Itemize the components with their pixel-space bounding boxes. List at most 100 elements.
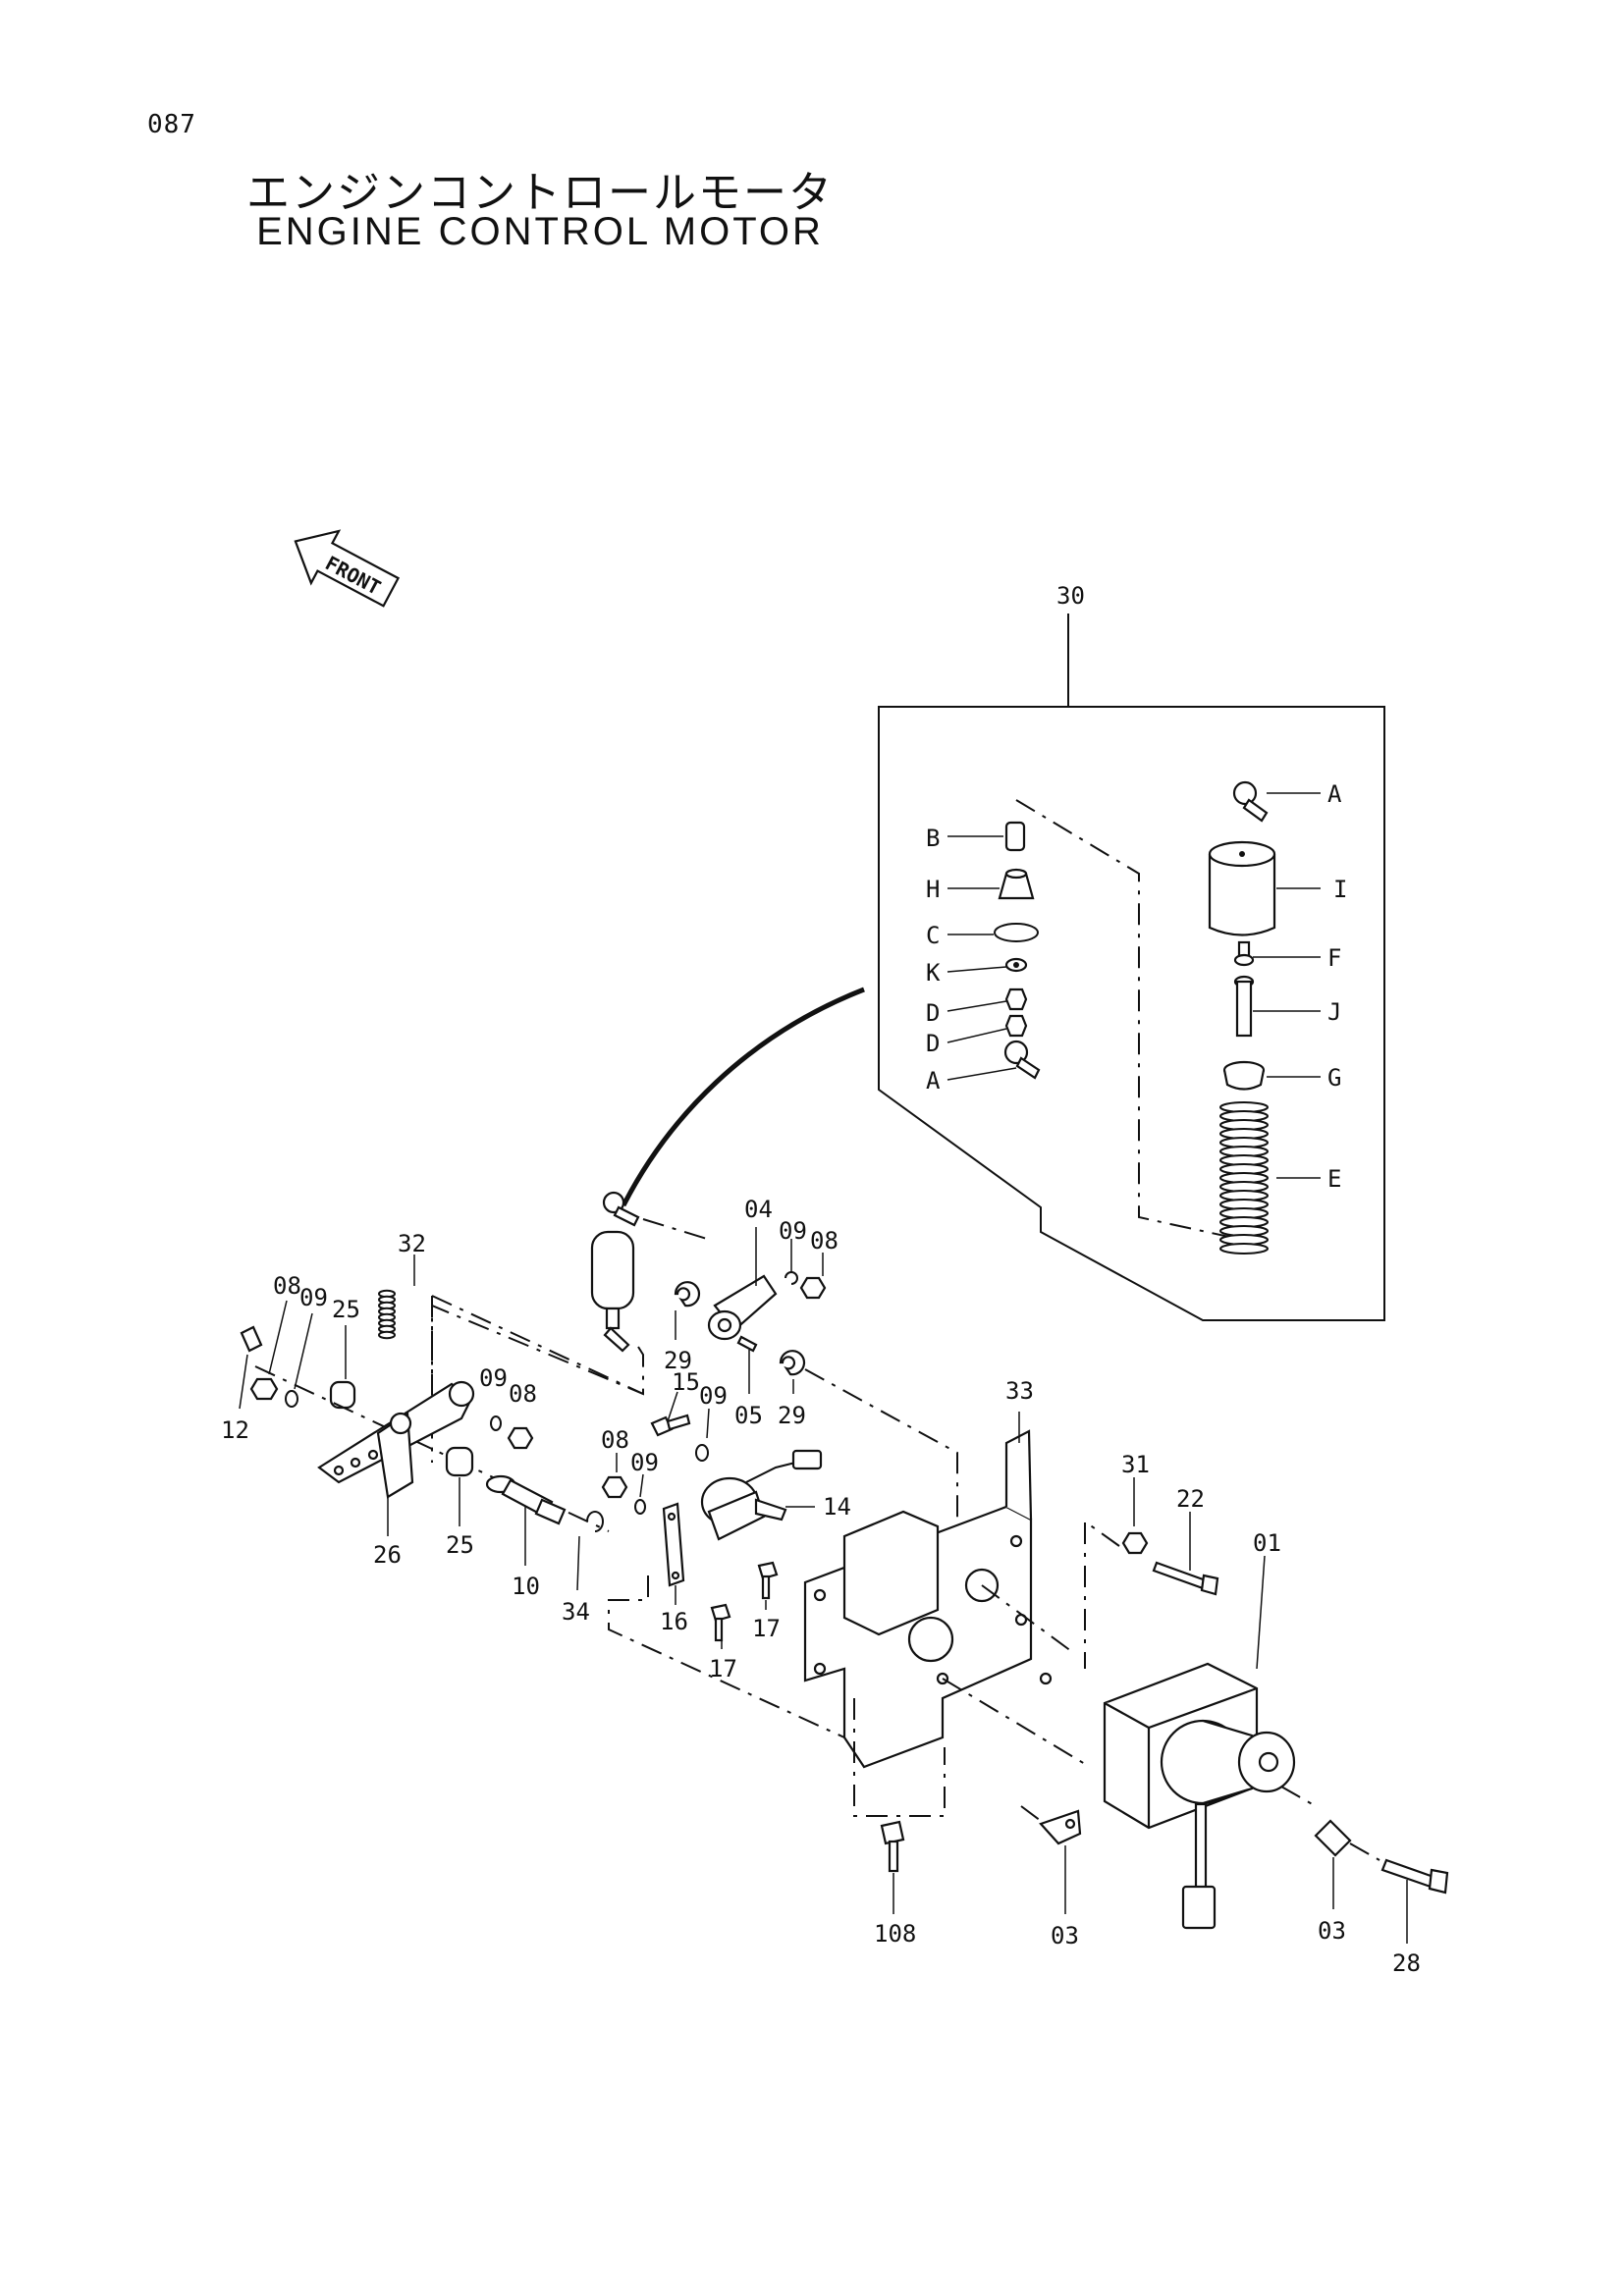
kit-part-f-icon — [1233, 940, 1255, 967]
callout-g: G — [1327, 1064, 1341, 1092]
plate-guide-line — [608, 1575, 845, 1738]
callout-33: 33 — [1005, 1377, 1034, 1405]
damper-assembly-icon — [590, 1191, 640, 1353]
bracket-guide-line — [853, 1584, 1091, 1817]
kit-part-a3-icon — [1232, 780, 1269, 823]
clamp-03-a-icon — [1039, 1809, 1082, 1845]
callout-d-1: D — [926, 999, 940, 1027]
snap-ring-09-e-icon — [634, 1499, 646, 1515]
callout-26: 26 — [373, 1541, 402, 1569]
callout-29-a: 29 — [664, 1347, 692, 1374]
motor-bolt-guide-line — [1084, 1520, 1120, 1669]
callout-15: 15 — [672, 1368, 700, 1396]
callout-01: 01 — [1253, 1529, 1281, 1557]
callout-17-a: 17 — [752, 1615, 781, 1642]
callout-29-b: 29 — [778, 1402, 806, 1429]
front-arrow-icon: FRONT — [294, 529, 401, 608]
callout-a-1: A — [1327, 780, 1342, 808]
callout-08-c: 08 — [509, 1380, 537, 1408]
callout-03-a: 03 — [1051, 1922, 1079, 1949]
callout-34: 34 — [562, 1598, 590, 1626]
kit-part-d1-icon — [1004, 988, 1028, 1011]
callout-09-d: 09 — [699, 1382, 728, 1410]
callout-c: C — [926, 922, 940, 949]
callout-08-a: 08 — [810, 1227, 839, 1255]
bolt-15-icon — [650, 1414, 691, 1437]
title-english: ENGINE CONTROL MOTOR — [256, 210, 824, 253]
nut-31-icon — [1121, 1531, 1149, 1555]
callout-108: 108 — [874, 1920, 916, 1948]
callout-03-b: 03 — [1318, 1917, 1346, 1945]
callout-08-d: 08 — [601, 1426, 629, 1454]
kit-part-c-icon — [994, 923, 1039, 942]
callout-14: 14 — [823, 1493, 851, 1521]
motor-01-icon — [1103, 1662, 1296, 1930]
snap-ring-09-b-icon — [285, 1390, 298, 1408]
callout-04: 04 — [744, 1196, 773, 1223]
callout-32: 32 — [398, 1230, 426, 1257]
snap-ring-34-icon — [586, 1511, 604, 1532]
bolt-28-guide-line — [1349, 1842, 1380, 1861]
title-japanese: エンジンコントロールモータ — [246, 168, 834, 218]
callout-f: F — [1327, 944, 1341, 972]
callout-25-a: 25 — [332, 1296, 360, 1323]
callout-05: 05 — [734, 1402, 763, 1429]
control-cable — [621, 987, 865, 1207]
nut-08-b-icon — [249, 1377, 279, 1401]
callout-28: 28 — [1392, 1949, 1421, 1977]
callout-09-b: 09 — [299, 1284, 328, 1311]
callout-17-b: 17 — [709, 1655, 737, 1682]
kit-part-j-icon — [1233, 975, 1255, 1038]
nut-08-d-icon — [601, 1475, 628, 1499]
page-number: 087 — [147, 110, 196, 139]
kit-left-guide-line — [1015, 799, 1253, 1243]
kit-part-h-icon — [998, 868, 1035, 900]
plate-16-icon — [662, 1502, 685, 1587]
kit-part-i-icon — [1208, 840, 1276, 936]
shaft-10-icon — [485, 1474, 567, 1525]
callout-08-b: 08 — [273, 1272, 301, 1300]
callout-25-b: 25 — [446, 1531, 474, 1559]
callout-09-c: 09 — [479, 1364, 508, 1392]
snap-ring-29-a-icon — [674, 1281, 701, 1308]
bolt-17-b-icon — [710, 1603, 731, 1642]
callout-16: 16 — [660, 1608, 688, 1635]
callout-09-e: 09 — [630, 1449, 659, 1476]
snap-ring-09-d-icon — [695, 1444, 709, 1462]
callout-i: I — [1333, 876, 1347, 903]
link-04-icon — [707, 1274, 778, 1341]
spring-32-icon — [378, 1289, 396, 1340]
bolt-28-icon — [1380, 1858, 1449, 1895]
callout-30: 30 — [1056, 582, 1085, 610]
callout-a-2: A — [926, 1067, 941, 1095]
callout-j: J — [1327, 998, 1341, 1026]
snap-ring-29-b-icon — [779, 1350, 806, 1376]
callout-22: 22 — [1176, 1485, 1205, 1513]
kit-30-outline — [878, 614, 1385, 1321]
spring-guide-line — [431, 1295, 644, 1395]
clamp-03-b-icon — [1314, 1819, 1352, 1857]
actuator-14-icon — [700, 1449, 823, 1541]
callout-09-a: 09 — [779, 1217, 807, 1245]
callout-10: 10 — [512, 1573, 540, 1600]
callout-b: B — [926, 825, 940, 852]
callout-12: 12 — [221, 1416, 249, 1444]
kit-part-d2-icon — [1004, 1014, 1028, 1038]
nut-08-icon — [799, 1276, 827, 1300]
callout-k: K — [926, 959, 941, 987]
linkage-guide-line-1 — [804, 1368, 958, 1531]
callout-h: H — [926, 876, 940, 903]
bolt-22-icon — [1152, 1561, 1219, 1596]
nut-08-c-icon — [507, 1426, 534, 1450]
snap-ring-09-c-icon — [490, 1415, 502, 1431]
bracket-33-icon — [803, 1429, 1053, 1769]
kit-part-k-icon — [1004, 957, 1028, 973]
snap-ring-09-icon — [784, 1271, 798, 1285]
callout-e: E — [1327, 1165, 1341, 1193]
kit-part-b-icon — [1004, 821, 1026, 852]
pin-05-icon — [736, 1335, 758, 1353]
clip-12-icon — [240, 1325, 263, 1353]
kit-part-a2-icon — [1003, 1040, 1041, 1080]
lever-26-icon — [317, 1380, 475, 1499]
